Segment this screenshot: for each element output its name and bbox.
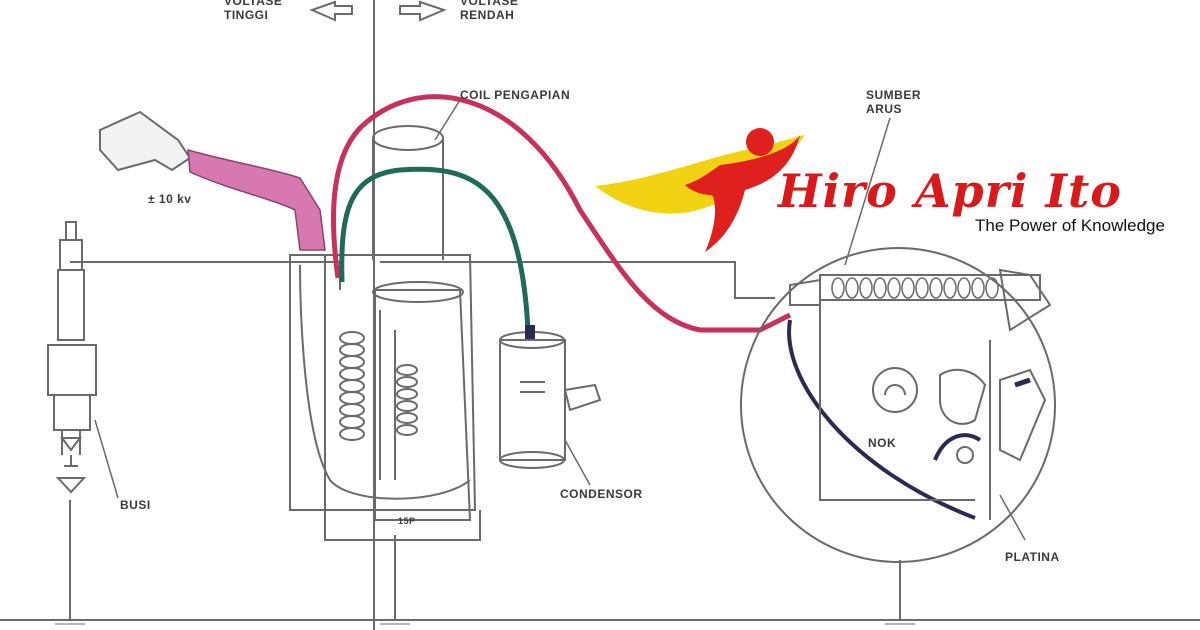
label-kv: ± 10 kv (148, 192, 192, 206)
cam (872, 367, 1047, 464)
ht-cap (99, 110, 326, 251)
ignition-coil (289, 125, 481, 541)
label-voltase-tinggi-line1: VOLTASE (224, 0, 283, 8)
distributor (740, 247, 1056, 563)
logo-mark (595, 128, 805, 252)
label-coil-bottom: 15P (398, 516, 416, 526)
label-voltase-rendah-line2: RENDAH (460, 8, 515, 22)
coil-windings (339, 310, 418, 480)
resistor-coil (831, 277, 999, 299)
green-wire (339, 166, 531, 331)
label-nok: NOK (868, 436, 897, 450)
condenser (499, 331, 602, 469)
label-busi: BUSI (120, 498, 151, 512)
low-voltage-wire (380, 261, 775, 299)
label-coil-pengapian: COIL PENGAPIAN (460, 88, 571, 102)
label-sumber-line1: SUMBER (866, 88, 922, 102)
dark-wire (787, 319, 976, 520)
spark-plug (47, 221, 97, 494)
red-wire (331, 94, 792, 333)
brand-tagline: The Power of Knowledge (975, 216, 1165, 235)
arrow-right-icon (399, 0, 447, 22)
label-condensor: CONDENSOR (560, 487, 643, 501)
label-platina: PLATINA (1005, 550, 1060, 564)
label-voltase-tinggi-line2: TINGGI (224, 8, 269, 22)
label-sumber-line2: ARUS (866, 102, 903, 116)
brand-title: Hiro Apri Ito (778, 164, 1122, 218)
label-voltase-rendah-line1: VOLTASE (460, 0, 519, 8)
arrow-left-icon (309, 0, 353, 22)
